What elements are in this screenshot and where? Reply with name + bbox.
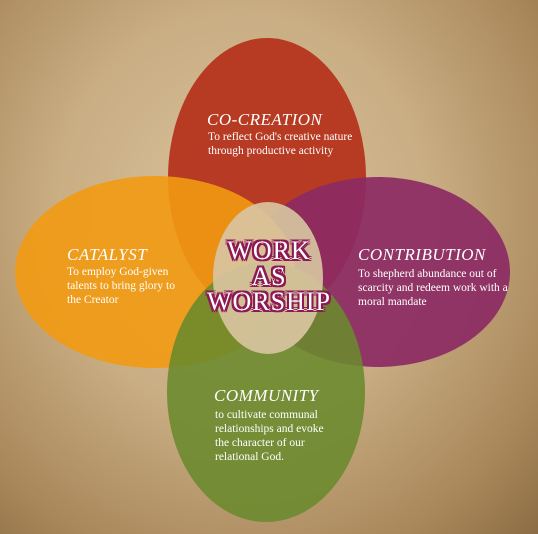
center-worship: WORSHIP — [206, 287, 331, 316]
center-work: WORK — [227, 236, 311, 265]
co-creation-text: To reflect God's creative nature through… — [208, 131, 353, 157]
contribution-title: CONTRIBUTION — [358, 245, 486, 264]
catalyst-title: CATALYST — [67, 245, 148, 264]
catalyst-text: To employ God-given talents to bring glo… — [67, 266, 175, 306]
center-overlap — [213, 202, 323, 354]
community-text: to cultivate communal relationships and … — [215, 409, 324, 463]
co-creation-title: CO-CREATION — [207, 110, 323, 129]
center-as: AS — [251, 262, 287, 291]
contribution-text: To shepherd abundance out of scarcity an… — [358, 268, 508, 308]
petal-community — [167, 262, 365, 522]
community-title: COMMUNITY — [214, 386, 319, 405]
